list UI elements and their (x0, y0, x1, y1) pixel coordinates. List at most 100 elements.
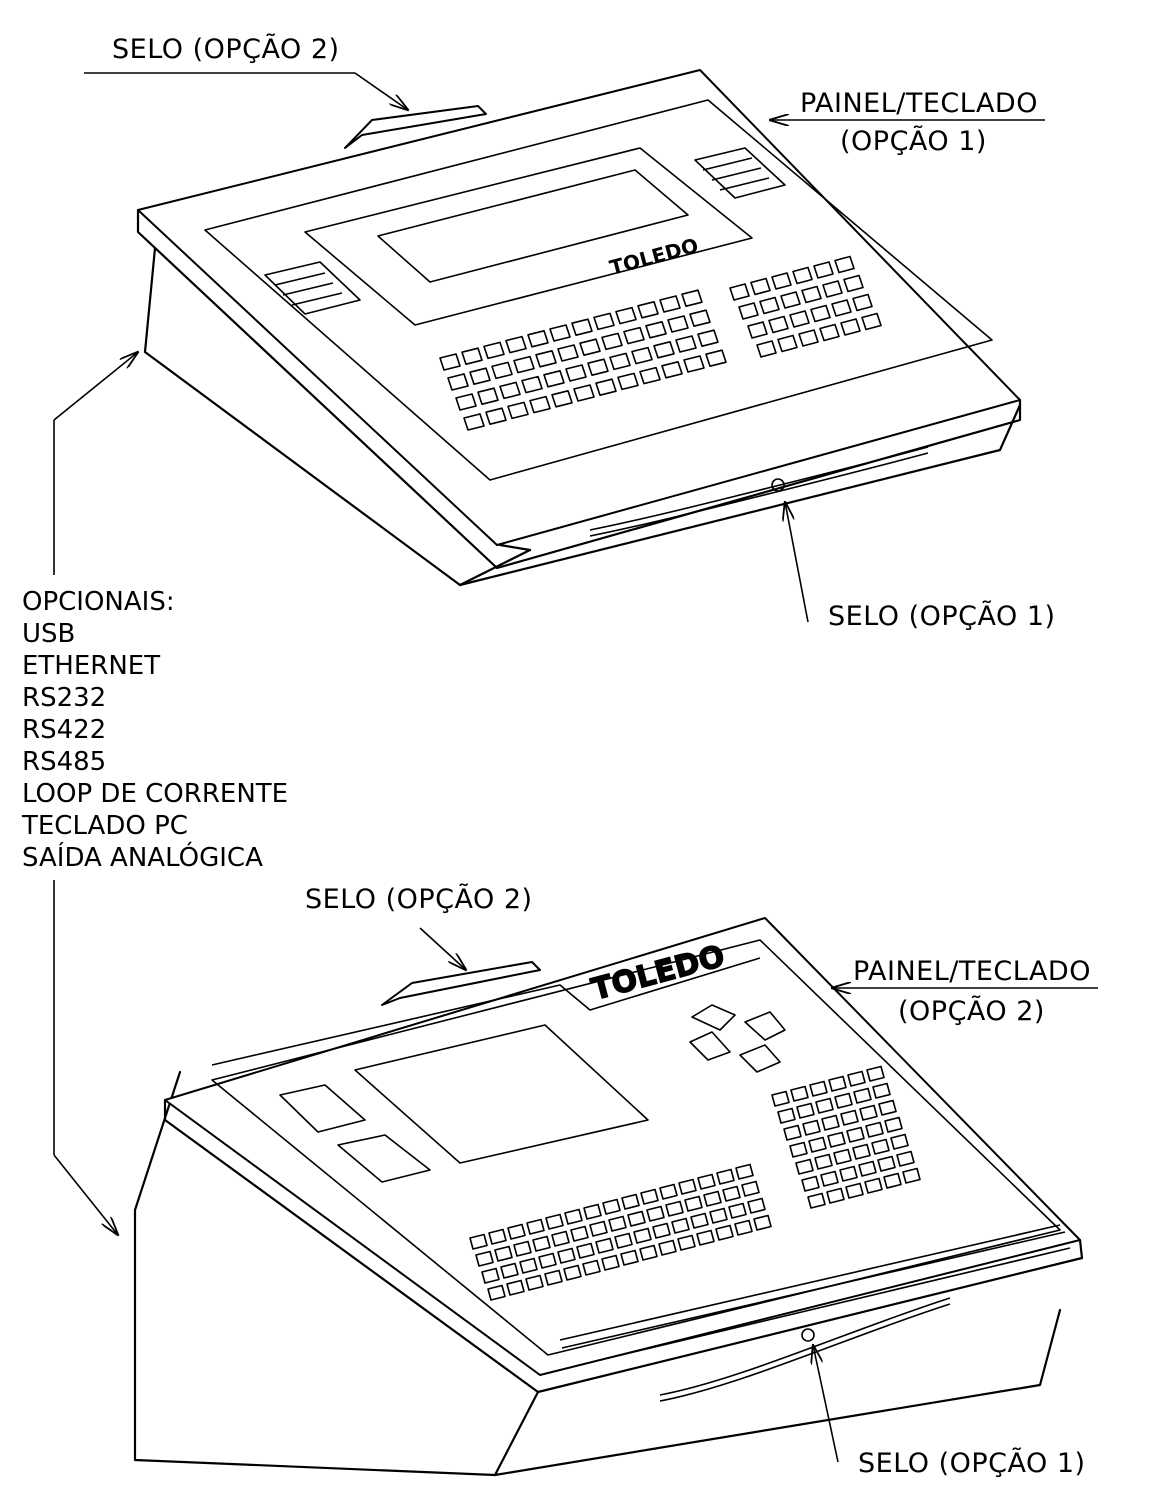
key (684, 1195, 703, 1212)
terminal-option-1: TOLEDO (136, 69, 1022, 587)
key (535, 350, 557, 368)
key (639, 366, 661, 385)
leader-selo-opcao-2-bottom (419, 927, 466, 970)
seal-opcao-2-handle (344, 105, 487, 149)
key (659, 295, 681, 313)
key (557, 344, 579, 362)
key (866, 1065, 885, 1082)
key (815, 1097, 834, 1114)
key (491, 361, 513, 380)
key (735, 1163, 754, 1180)
key (483, 341, 505, 360)
opcionais-item: USB (22, 619, 75, 649)
panel-top-curve (211, 957, 761, 1066)
key (808, 1136, 827, 1153)
key (890, 1133, 909, 1150)
opcionais-list: OPCIONAIS: USB ETHERNET RS232 RS422 RS48… (21, 587, 288, 873)
key (864, 1177, 883, 1194)
seal-wire-bottom (659, 1297, 951, 1396)
key (617, 372, 639, 391)
key (557, 1247, 576, 1264)
key (871, 1138, 890, 1155)
key (469, 367, 491, 385)
key (756, 340, 777, 358)
key (729, 283, 750, 301)
key (753, 1214, 772, 1231)
key (878, 1099, 897, 1116)
key (853, 1087, 872, 1104)
key (827, 1131, 846, 1148)
key (439, 353, 461, 371)
key (589, 1220, 608, 1237)
opcionais-item: SAÍDA ANALÓGICA (22, 841, 263, 873)
key (846, 1126, 865, 1143)
key (798, 329, 819, 347)
seal-opcao-2-handle-bottom (381, 961, 541, 1006)
key (809, 1080, 828, 1097)
key (716, 1168, 735, 1185)
key (759, 296, 780, 315)
display-window (377, 169, 689, 283)
key (646, 1205, 665, 1222)
key (602, 1198, 621, 1215)
key (741, 1180, 760, 1197)
key (576, 1242, 595, 1259)
opcionais-item: RS232 (22, 683, 106, 713)
housing-corner (498, 543, 532, 552)
key (549, 324, 571, 342)
key (658, 1239, 677, 1256)
key (487, 1284, 506, 1301)
key (840, 1109, 859, 1126)
housing-front-corner (493, 1390, 540, 1477)
key (789, 1141, 808, 1158)
key (858, 1160, 877, 1177)
key (653, 341, 675, 359)
key (828, 1075, 847, 1092)
status-block-left (264, 261, 361, 315)
arrow-key-left (689, 1031, 731, 1061)
key (852, 293, 873, 312)
key (513, 355, 535, 374)
key (750, 277, 771, 296)
key (447, 373, 469, 391)
key (902, 1167, 921, 1184)
key (703, 1190, 722, 1207)
key (499, 381, 521, 400)
key (821, 1114, 840, 1131)
key (792, 266, 813, 285)
key (671, 1217, 690, 1234)
key (845, 1182, 864, 1199)
key (637, 301, 659, 319)
arrow-key-right (744, 1011, 786, 1041)
panel-slab-edge (136, 208, 1022, 570)
alpha-keys-top (439, 289, 727, 431)
key (697, 329, 719, 347)
status-block-bottom-1 (279, 1084, 366, 1133)
status-block-right (694, 147, 786, 199)
key (822, 280, 843, 298)
key (839, 1165, 858, 1182)
display-window-bottom (354, 1024, 649, 1164)
arrow-key-down (739, 1044, 781, 1073)
keyboard-panel (204, 99, 993, 481)
numeric-keys-bottom (771, 1065, 921, 1209)
key (521, 375, 543, 394)
label-painel-opcao-2-bottom: (OPÇÃO 2) (898, 995, 1045, 1027)
key (678, 1178, 697, 1195)
key (681, 289, 703, 307)
key (801, 285, 822, 304)
key (715, 1224, 734, 1241)
key (780, 291, 801, 309)
status-block-right-rows (702, 157, 770, 191)
key (747, 321, 768, 339)
key (455, 393, 477, 411)
key (627, 1210, 646, 1227)
key (565, 364, 587, 382)
key (834, 1092, 853, 1109)
key (595, 1237, 614, 1254)
key (485, 407, 507, 425)
key (877, 1155, 896, 1172)
key (631, 346, 653, 365)
status-block-bottom-2 (337, 1134, 431, 1183)
keyboard-panel-bottom (211, 939, 1061, 1356)
